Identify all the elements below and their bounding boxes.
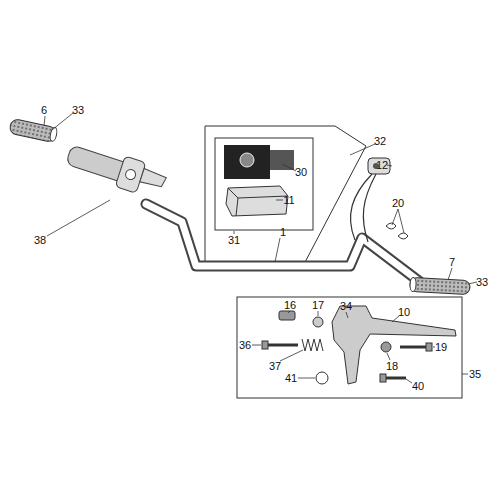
callout-number: 1 xyxy=(280,227,286,238)
callout-number: 33 xyxy=(476,277,488,288)
callout-number: 11 xyxy=(283,195,294,206)
callout-number: 36 xyxy=(239,340,251,351)
callout-number: 6 xyxy=(41,105,47,116)
callout-number: 16 xyxy=(284,300,296,311)
callout-number: 37 xyxy=(269,361,281,372)
callout-number: 18 xyxy=(386,361,398,372)
callout-number: 40 xyxy=(412,381,424,392)
callout-number: 19 xyxy=(435,342,447,353)
callout-number: 33 xyxy=(72,105,84,116)
callout-number: 20 xyxy=(392,198,404,209)
callout-number: 17 xyxy=(312,300,324,311)
callout-number: 31 xyxy=(228,235,240,246)
callout-number: 12 xyxy=(376,160,388,171)
callout-number: 7 xyxy=(449,257,455,268)
callout-number: 10 xyxy=(398,307,410,318)
callout-number: 32 xyxy=(374,136,386,147)
callout-number: 41 xyxy=(285,373,297,384)
callout-number: 38 xyxy=(34,235,46,246)
callout-number: 34 xyxy=(340,301,352,312)
callout-number: 35 xyxy=(469,369,481,380)
callout-number: 30 xyxy=(295,167,307,178)
